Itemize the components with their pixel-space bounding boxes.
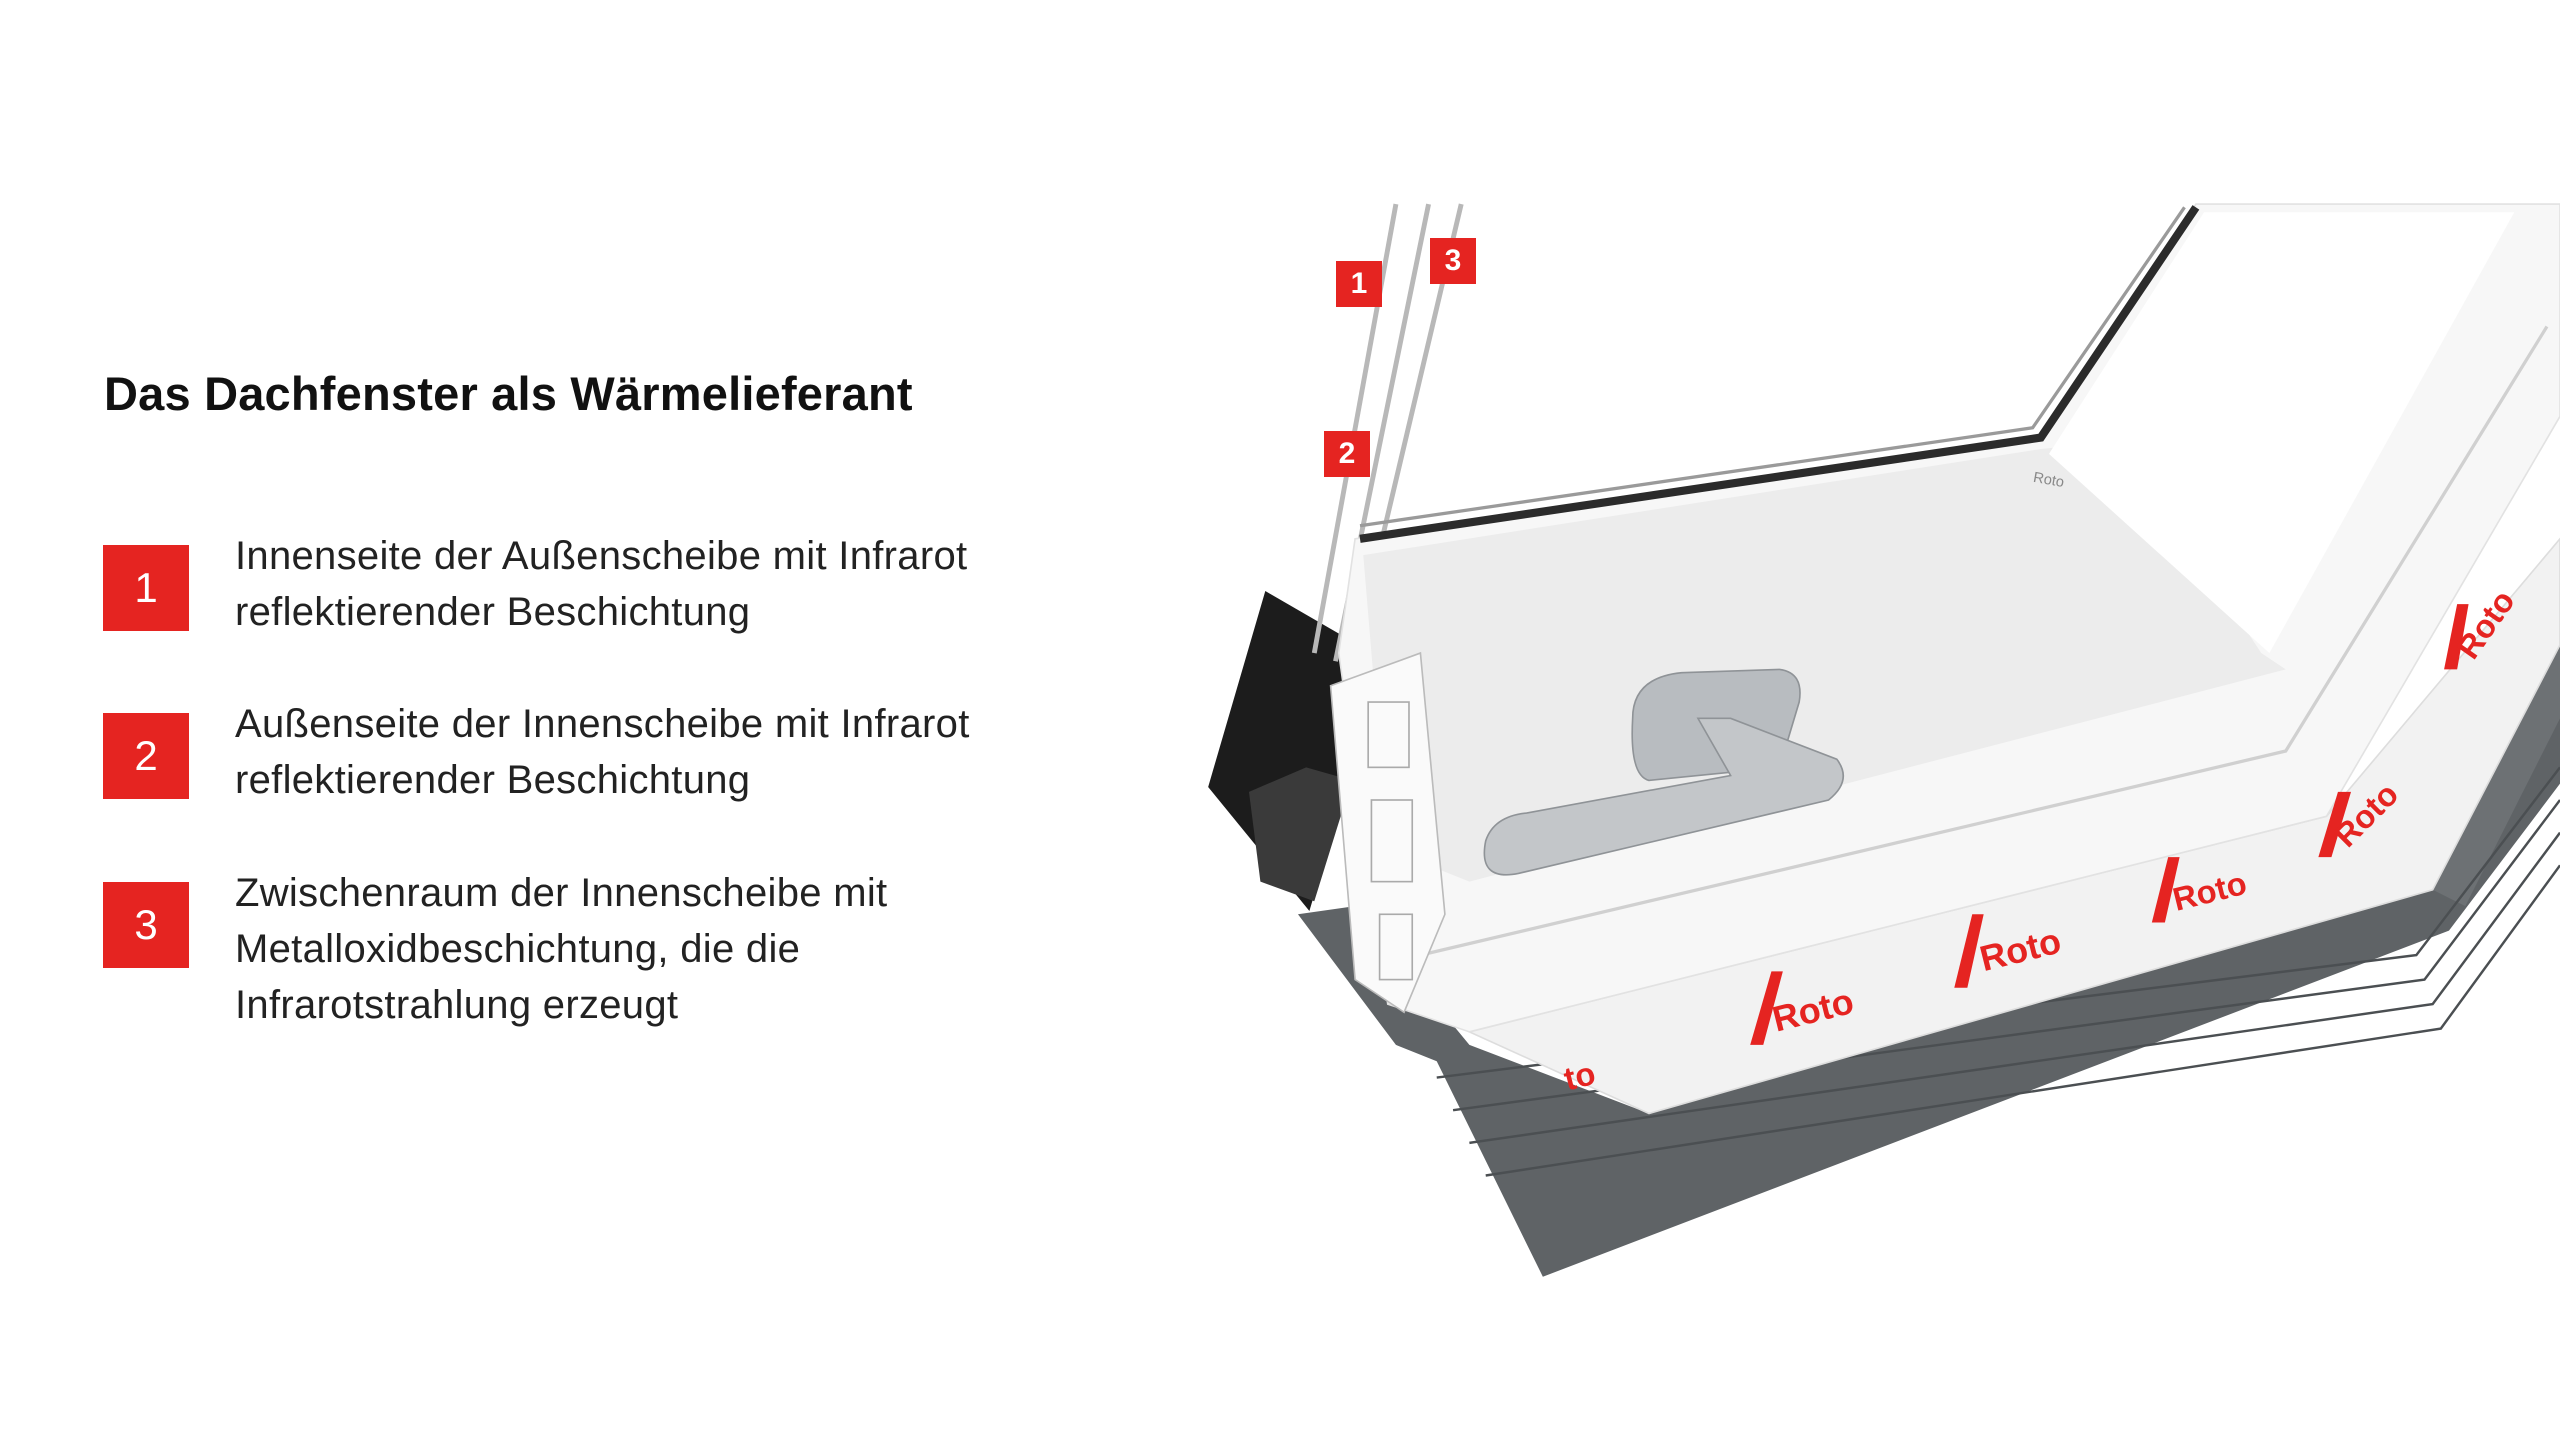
svg-text:Roto: Roto	[2032, 470, 2065, 491]
window-handle-icon	[1483, 668, 1845, 876]
number-badge: 3	[103, 882, 189, 968]
outer-frame-side	[2432, 644, 2560, 907]
list-item-text: Innenseite der Außenscheibe mit Infrarot…	[235, 534, 968, 634]
diagram-tag-3: 3	[1430, 238, 1476, 284]
list-item-text: Zwischenraum der Innenscheibe mit Metall…	[235, 871, 888, 1027]
number-badge: 1	[103, 545, 189, 631]
diagram-tag-1: 1	[1336, 261, 1382, 307]
page-title: Das Dachfenster als Wärmelieferant	[104, 367, 913, 420]
list-item-text: Außenseite der Innenscheibe mit Infrarot…	[235, 702, 970, 802]
diagram-tag-2: 2	[1324, 431, 1370, 477]
outer-frame	[1297, 644, 2560, 1277]
number-badge: 2	[103, 713, 189, 799]
